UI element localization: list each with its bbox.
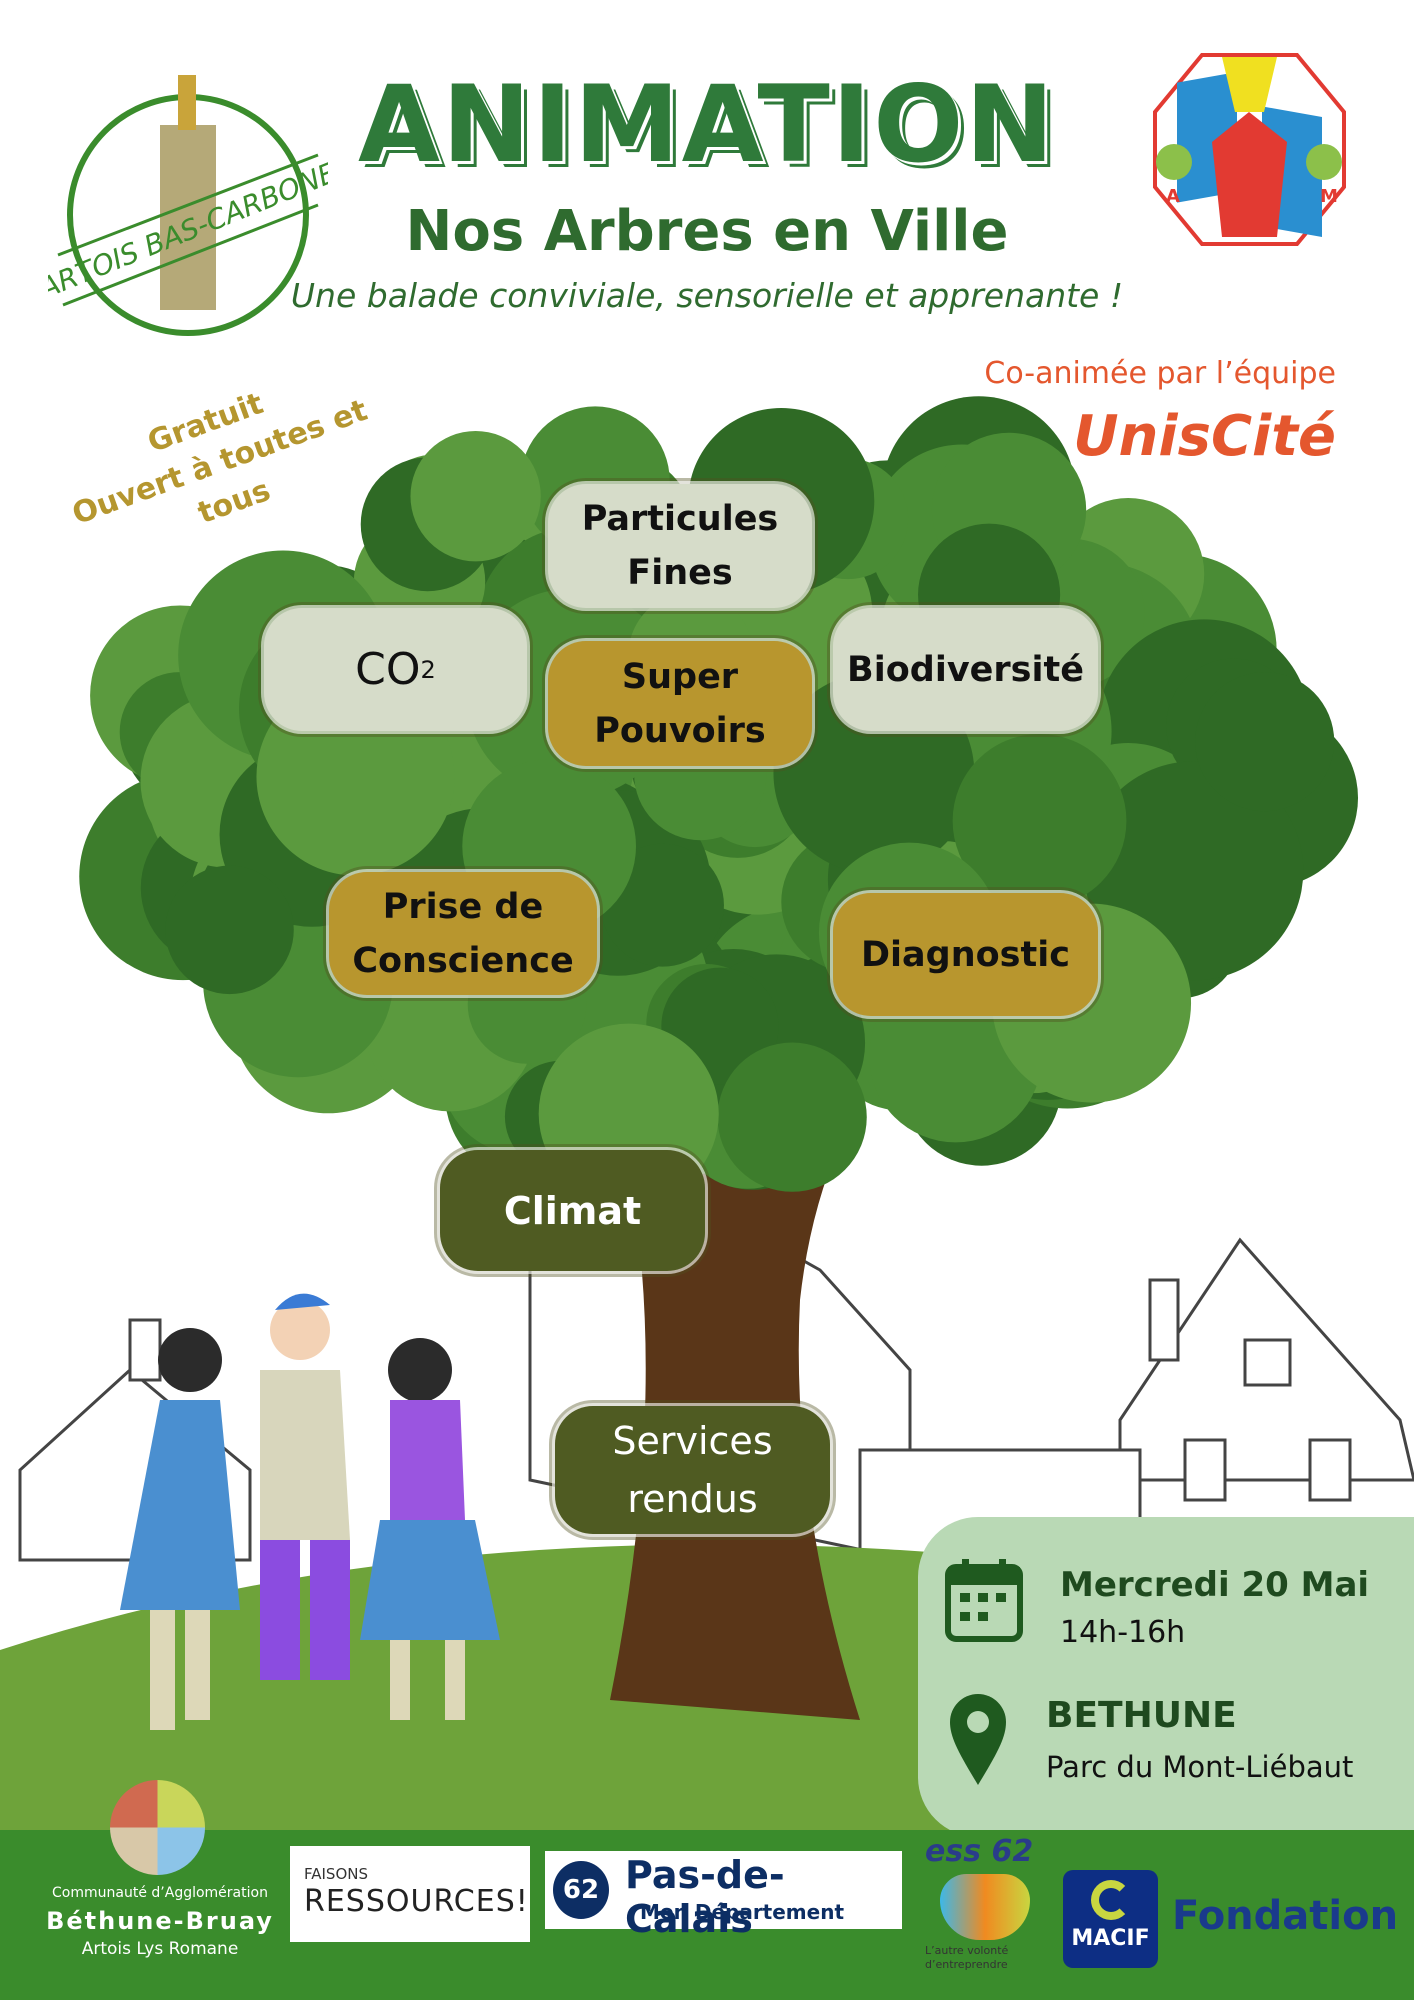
theme-line: Prise de: [382, 886, 544, 927]
event-info-card: Mercredi 20 Mai 14h-16h BETHUNE Parc du …: [918, 1517, 1414, 1837]
event-date: Mercredi 20 Mai: [1060, 1565, 1370, 1605]
theme-line: Super: [621, 656, 739, 697]
foliage-clump: [410, 431, 541, 562]
hands-heart-icon: [940, 1874, 1030, 1940]
foliage-clump: [165, 865, 294, 995]
theme-line: Fines: [627, 553, 733, 593]
event-place: Parc du Mont-Liébaut: [1046, 1750, 1354, 1784]
event-city: BETHUNE: [1046, 1695, 1237, 1736]
theme-line: CO: [355, 643, 421, 695]
theme-line: Diagnostic: [861, 934, 1070, 975]
macif-symbol-icon: [1090, 1880, 1131, 1920]
pdc-sub: Mon Département: [640, 1900, 845, 1924]
theme-subscript: 2: [420, 655, 436, 684]
ess-tagline: L’autre volonté d’entreprendre: [925, 1944, 1009, 1971]
theme-line: Climat: [503, 1188, 642, 1233]
event-subtitle: Nos Arbres en Ville: [405, 199, 1009, 264]
faisons-line1: FAISONS: [304, 1865, 369, 1883]
foliage-clump: [1195, 672, 1335, 812]
macif-fondation: Fondation: [1172, 1893, 1399, 1939]
agglo-line2: Béthune-Bruay: [46, 1907, 274, 1935]
theme-prise-de-conscience: Prise de Conscience: [329, 872, 597, 995]
theme-line: Pouvoirs: [594, 710, 766, 751]
location-pin-icon: [950, 1694, 1006, 1785]
pas-de-calais-logo: 62 Pas-de-Calais Mon Département: [545, 1851, 902, 1941]
agglo-line1: Communauté d’Agglomération: [52, 1885, 268, 1901]
theme-services-rendus: Services rendus: [555, 1406, 830, 1534]
artois-bas-carbone-logo: ARTOIS BAS-CARBONE: [33, 65, 342, 345]
agglo-line3: Artois Lys Romane: [81, 1939, 239, 1959]
svg-text:A: A: [1166, 186, 1180, 207]
theme-diagnostic: Diagnostic: [833, 893, 1098, 1016]
theme-line: Services: [612, 1419, 773, 1463]
uniscite-logo: UnisCité: [1073, 404, 1336, 469]
partners-footer: Communauté d’Agglomération Béthune-Bruay…: [0, 1780, 1414, 2000]
event-time: 14h-16h: [1060, 1615, 1186, 1650]
ess-name: ess 62: [925, 1834, 1034, 1869]
calendar-icon: [945, 1559, 1023, 1642]
theme-line: Conscience: [352, 940, 574, 981]
event-title: ANIMATION: [357, 63, 1057, 186]
foliage-clump: [952, 733, 1127, 908]
walkers-illustration: [120, 1293, 500, 1730]
faisons-line2: RESSOURCES!: [304, 1884, 529, 1919]
agglo-text: Communauté d’Agglomération Béthune-Bruay…: [30, 1884, 290, 1960]
theme-line: Biodiversité: [847, 649, 1084, 690]
ess62-logo: ess 62 L’autre volonté d’entreprendre: [925, 1834, 1045, 1998]
svg-text:M: M: [1320, 186, 1338, 207]
pdc-name: Pas-de-Calais: [625, 1853, 785, 1941]
macif-name: MACIF: [1071, 1926, 1150, 1951]
alim-logo: A M: [1152, 52, 1347, 247]
macif-logo: MACIF: [1063, 1870, 1158, 1968]
agglo-logo: [110, 1780, 205, 1875]
co-animation-label: Co-animée par l’équipe: [984, 356, 1336, 391]
event-tagline: Une balade conviviale, sensorielle et ap…: [290, 276, 1124, 315]
theme-line: rendus: [627, 1477, 758, 1521]
foliage-clump: [601, 843, 724, 967]
pdc-number: 62: [553, 1861, 609, 1919]
theme-climat: Climat: [440, 1150, 705, 1271]
theme-biodiversite: Biodiversité: [833, 608, 1098, 731]
faisons-ressources-logo: FAISONS RESSOURCES!: [290, 1846, 530, 1942]
theme-line: Particules: [581, 499, 779, 539]
foliage-clump: [717, 1042, 867, 1192]
